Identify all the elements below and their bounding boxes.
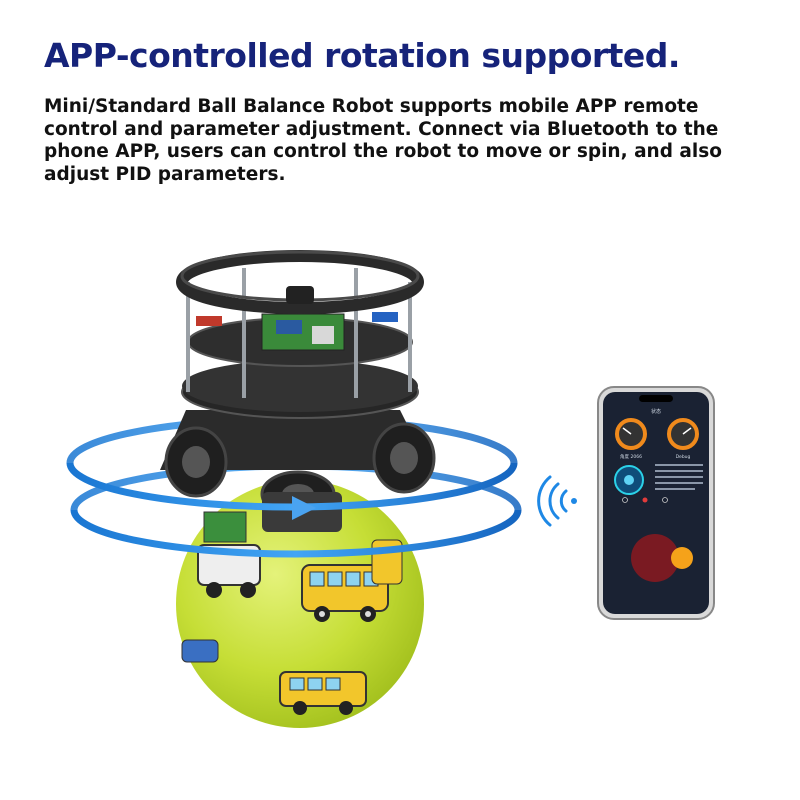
- bus-print-upper: [301, 564, 389, 622]
- gauge-left-icon: [615, 418, 647, 450]
- mode-radio-buttons: [622, 497, 668, 503]
- bluetooth-signal-icon: [537, 475, 577, 527]
- phone-app-screenshot: 状态 角度 2066 Debug: [597, 386, 715, 620]
- rotation-arrow-icon: [292, 496, 316, 520]
- debug-label: Debug: [676, 454, 691, 460]
- standoffs: [186, 268, 412, 398]
- description: Mini/Standard Ball Balance Robot support…: [44, 96, 722, 185]
- angle-label: 角度 2066: [620, 453, 642, 460]
- joystick: [631, 534, 693, 582]
- balance-robot: [160, 250, 436, 532]
- debug-log-lines: [655, 464, 703, 490]
- bus-print-lower: [279, 671, 367, 715]
- gauge-right-icon: [667, 418, 699, 450]
- headline: APP-controlled rotation supported.: [44, 36, 680, 75]
- app-tab-label: 状态: [651, 408, 661, 415]
- printed-ball: [176, 480, 424, 728]
- compass-icon: [614, 465, 644, 495]
